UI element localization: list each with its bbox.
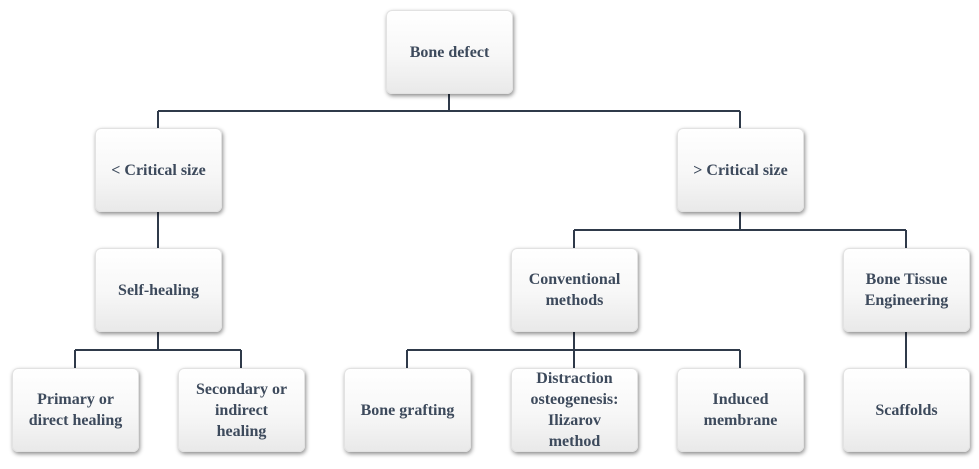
node-secondary-healing: Secondary or indirect healing — [178, 368, 305, 452]
node-lt-critical-size-label: < Critical size — [111, 161, 206, 179]
node-self-healing-label: Self-healing — [118, 281, 199, 299]
node-gt-critical-size: > Critical size — [677, 128, 804, 212]
node-bone-defect-label: Bone defect — [409, 43, 490, 61]
node-lt-critical-size: < Critical size — [95, 128, 222, 212]
node-self-healing: Self-healing — [95, 248, 222, 332]
node-conventional-methods-label: Conventional methods — [528, 271, 621, 309]
node-induced-membrane-label: Induced membrane — [703, 391, 778, 429]
node-secondary-healing-label: Secondary or indirect healing — [195, 380, 288, 440]
node-scaffolds-label: Scaffolds — [875, 401, 938, 419]
node-distraction-osteogenesis: Distraction osteogenesis: Ilizarov metho… — [511, 368, 638, 452]
node-bone-tissue-engineering: Bone Tissue Engineering — [843, 248, 970, 332]
node-conventional-methods: Conventional methods — [511, 248, 638, 332]
node-bone-tissue-engineering-label: Bone Tissue Engineering — [864, 271, 949, 309]
node-gt-critical-size-label: > Critical size — [693, 161, 788, 179]
node-induced-membrane: Induced membrane — [677, 368, 804, 452]
node-scaffolds: Scaffolds — [843, 368, 970, 452]
node-primary-healing-label: Primary or direct healing — [28, 391, 123, 429]
node-primary-healing: Primary or direct healing — [12, 368, 139, 452]
node-bone-grafting: Bone grafting — [344, 368, 471, 452]
node-bone-grafting-label: Bone grafting — [360, 401, 455, 419]
node-bone-defect: Bone defect — [386, 10, 513, 94]
node-distraction-osteogenesis-label: Distraction osteogenesis: Ilizarov metho… — [530, 370, 619, 450]
